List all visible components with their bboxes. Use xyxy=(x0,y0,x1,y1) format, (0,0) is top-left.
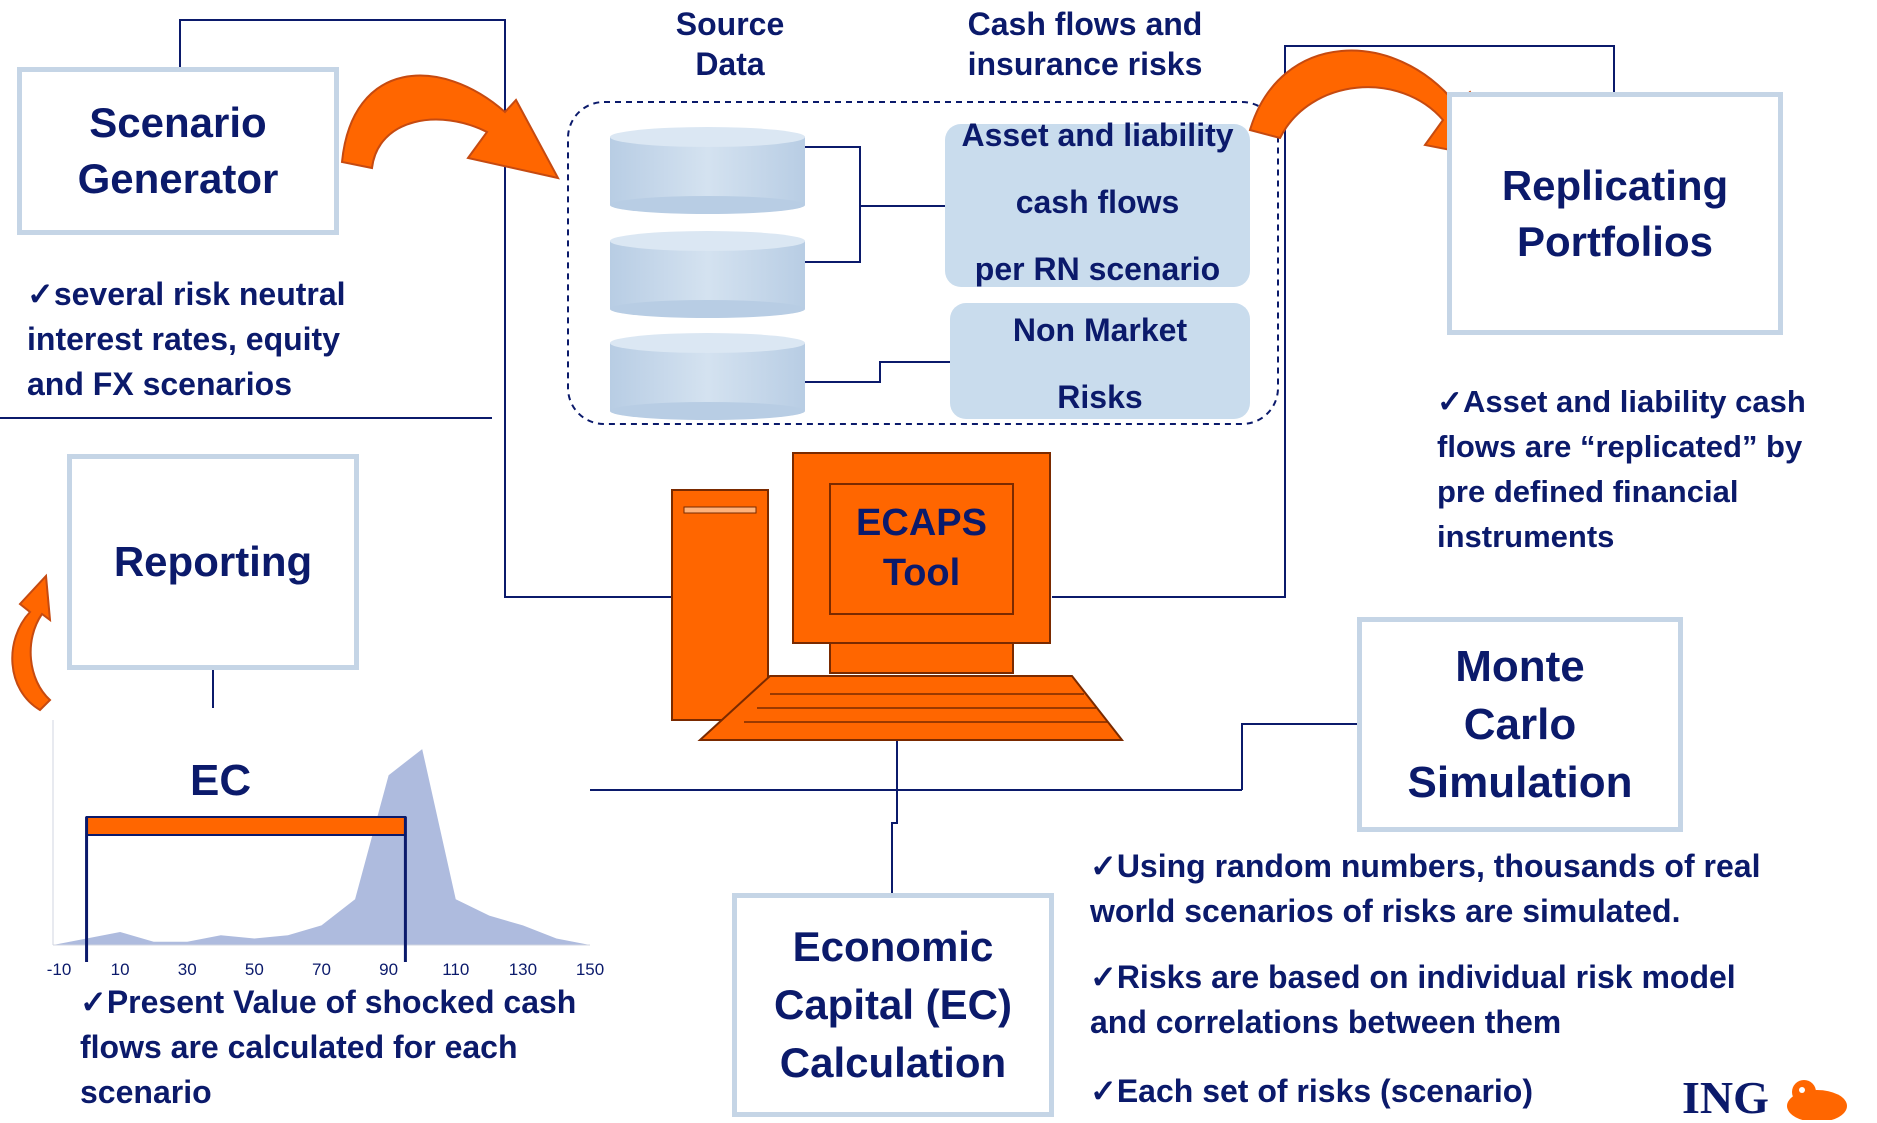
note-line: ✓Asset and liability cash xyxy=(1437,384,1806,419)
ecaps-tool-line: ECAPS xyxy=(856,502,987,544)
connector-ecaps-to-ec xyxy=(891,740,898,920)
computer-screen xyxy=(829,483,1014,615)
reporting-label: Reporting xyxy=(113,538,313,585)
monte-carlo-label: Carlo xyxy=(1463,699,1577,749)
arrow-reporting-loop-icon xyxy=(11,573,52,712)
monte-carlo-note-1: ✓Using random numbers, thousands of real… xyxy=(1090,844,1760,934)
economic-capital-label: Capital (EC) xyxy=(773,981,1012,1028)
source-data-header-line: Data xyxy=(695,46,765,82)
replicating-portfolios-label: Portfolios xyxy=(1517,217,1713,265)
database-icon-2 xyxy=(610,231,805,318)
asset-liability-pill[interactable]: Asset and liability cash flows per RN sc… xyxy=(945,117,1250,287)
ec-distribution-chart xyxy=(52,720,590,962)
asset-liability-label: per RN scenario xyxy=(974,251,1221,287)
note-line: ✓Each set of risks (scenario) xyxy=(1090,1073,1533,1109)
database-icon-1 xyxy=(610,127,805,214)
x-tick-label: -10 xyxy=(46,960,72,979)
note-line: interest rates, equity xyxy=(27,321,340,357)
arrow-scenario-to-data-icon xyxy=(340,74,560,180)
reporting-box[interactable]: Reporting xyxy=(67,454,359,670)
non-market-risks-pill[interactable]: Non Market Risks xyxy=(950,303,1250,419)
monte-carlo-box[interactable]: Monte Carlo Simulation xyxy=(1357,617,1683,832)
asset-liability-label: Asset and liability xyxy=(961,117,1234,153)
chart-title: EC xyxy=(190,756,252,805)
economic-capital-label: Economic xyxy=(792,923,994,970)
connector-portfolios-to-ecaps xyxy=(1052,45,1615,598)
replicating-portfolios-box[interactable]: Replicating Portfolios xyxy=(1447,92,1783,335)
monte-carlo-note-2: ✓Risks are based on individual risk mode… xyxy=(1090,955,1736,1045)
note-line: flows are “replicated” by xyxy=(1437,429,1803,464)
note-line: and correlations between them xyxy=(1090,1004,1562,1040)
source-data-header-line: Source xyxy=(675,6,785,42)
ecaps-tool-label: ECAPS Tool xyxy=(830,498,1013,598)
x-tick-label: 150 xyxy=(575,960,605,979)
monte-carlo-note-3: ✓Each set of risks (scenario) xyxy=(1090,1069,1533,1114)
non-market-label: Risks xyxy=(1057,379,1143,415)
x-tick-label: 90 xyxy=(379,960,399,979)
replicating-portfolios-label: Replicating xyxy=(1501,161,1729,209)
database-icon-3 xyxy=(610,333,805,420)
data-group-dashed xyxy=(567,101,1279,425)
scenario-generator-box[interactable]: Scenario Generator xyxy=(17,67,339,235)
note-line: scenario xyxy=(80,1074,212,1110)
connector-scenario-to-ecaps xyxy=(179,19,672,598)
economic-capital-label: Calculation xyxy=(779,1039,1007,1086)
connector-cylinder-bracket xyxy=(805,146,861,263)
x-tick-label: 70 xyxy=(312,960,331,979)
x-tick-label: 50 xyxy=(244,960,264,979)
cash-flows-header-line: Cash flows and xyxy=(967,6,1203,42)
monte-carlo-label: Monte xyxy=(1455,641,1585,691)
x-tick-label: 10 xyxy=(110,960,130,979)
cash-flows-header: Cash flows and insurance risks xyxy=(925,4,1245,84)
computer-stand xyxy=(829,642,1014,674)
connector-cylinder3-to-pill xyxy=(805,361,950,383)
distribution-area xyxy=(53,749,590,945)
x-tick-label: 30 xyxy=(177,960,197,979)
computer-icon xyxy=(671,452,1125,741)
note-line: ✓several risk neutral xyxy=(27,276,346,312)
cash-flows-header-line: insurance risks xyxy=(967,46,1203,82)
ec-bar xyxy=(85,816,407,836)
replicating-note: ✓Asset and liability cash flows are “rep… xyxy=(1437,379,1806,559)
ing-lion-icon xyxy=(1787,1080,1847,1120)
scenario-generator-label: Generator xyxy=(77,155,279,202)
note-line: instruments xyxy=(1437,519,1615,554)
computer-tower xyxy=(671,489,769,721)
non-market-label: Non Market xyxy=(1012,312,1188,348)
economic-capital-box[interactable]: Economic Capital (EC) Calculation xyxy=(732,893,1054,1117)
scenario-generator-note: ✓several risk neutral interest rates, eq… xyxy=(27,272,346,407)
ing-logo-text: ING xyxy=(1682,1072,1769,1123)
x-tick-label: 110 xyxy=(442,960,470,979)
note-line: ✓Present Value of shocked cash xyxy=(80,984,577,1020)
ecaps-tool-line: Tool xyxy=(882,552,961,594)
connector-lines xyxy=(0,19,1615,920)
connector-montecarlo xyxy=(1241,723,1357,790)
x-tick-label: 130 xyxy=(508,960,538,979)
note-line: flows are calculated for each xyxy=(80,1029,518,1065)
ing-logo: ING xyxy=(1682,1072,1862,1123)
note-line: pre defined financial xyxy=(1437,474,1739,509)
scenario-generator-label: Scenario xyxy=(89,99,267,146)
present-value-note: ✓Present Value of shocked cash flows are… xyxy=(80,980,576,1115)
note-line: and FX scenarios xyxy=(27,366,292,402)
monte-carlo-label: Simulation xyxy=(1407,757,1633,807)
note-line: ✓Risks are based on individual risk mode… xyxy=(1090,959,1736,995)
note-line: world scenarios of risks are simulated. xyxy=(1090,893,1681,929)
note-line: ✓Using random numbers, thousands of real xyxy=(1090,848,1761,884)
source-data-header: Source Data xyxy=(640,4,820,84)
asset-liability-label: cash flows xyxy=(1015,184,1180,220)
